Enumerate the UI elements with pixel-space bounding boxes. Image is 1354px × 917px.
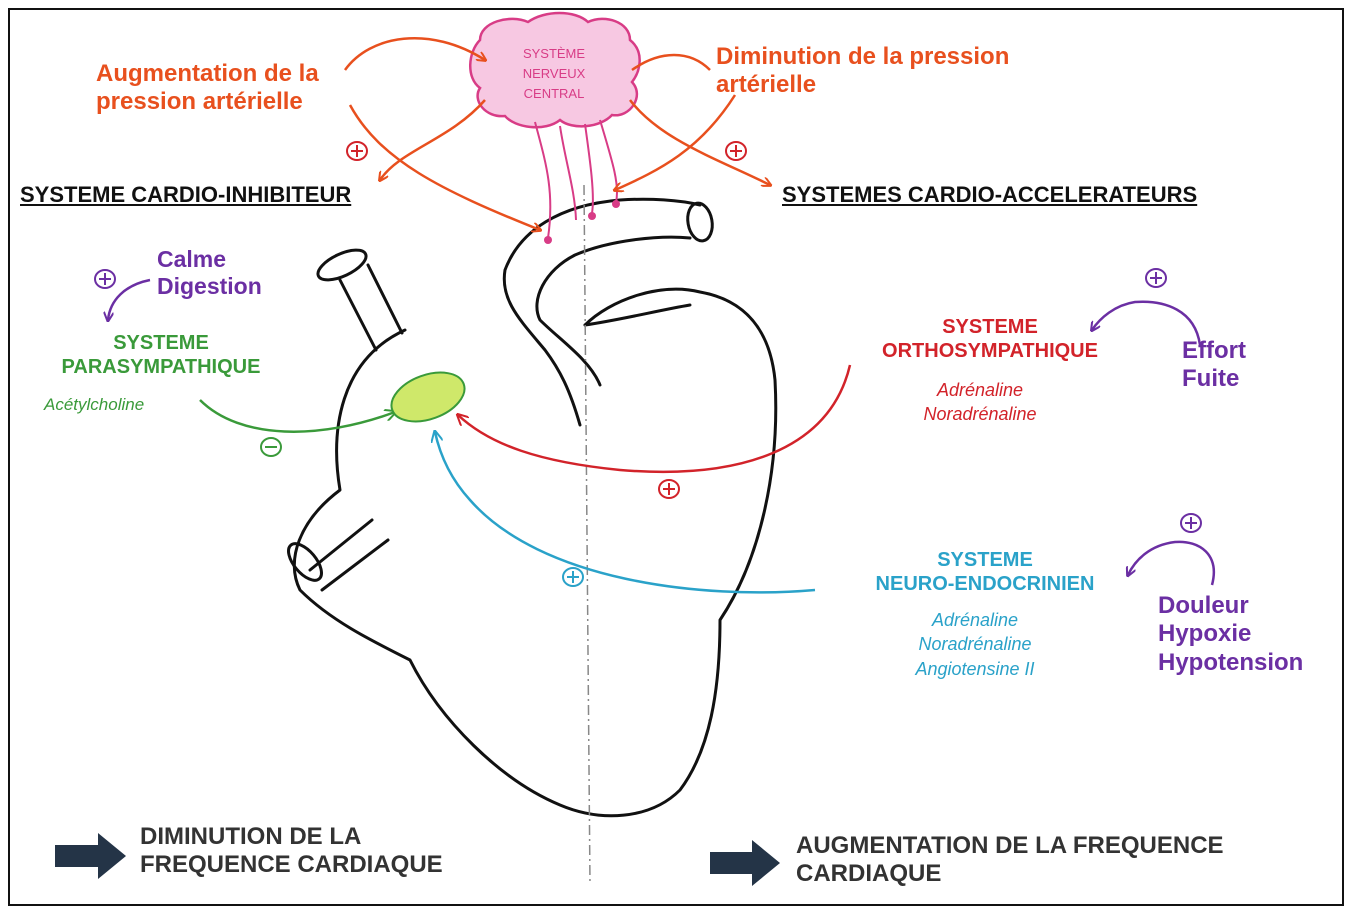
accelerators-heading: SYSTEMES CARDIO-ACCELERATEURS bbox=[782, 182, 1198, 207]
plus-icon bbox=[1180, 513, 1202, 533]
heart-drawing bbox=[287, 197, 778, 818]
cns-line: SYSTÈME bbox=[522, 46, 586, 61]
baroreflex-arrows bbox=[343, 36, 770, 230]
plus-icon bbox=[94, 269, 116, 289]
plus-icon bbox=[658, 479, 680, 499]
neuroendocrine-arrow bbox=[435, 432, 816, 594]
parasympathetic-arrow bbox=[199, 399, 395, 433]
inhibitor-heading: SYSTEME CARDIO-INHIBITEUR bbox=[20, 182, 352, 207]
cns-label: SYSTÈME NERVEUX CENTRAL bbox=[498, 44, 610, 104]
vena-cava-bottom bbox=[308, 518, 390, 592]
aorta-inner bbox=[535, 235, 692, 387]
cns-line: NERVEUX bbox=[522, 66, 586, 82]
midline-dashed bbox=[583, 184, 591, 886]
cns-line: CENTRAL bbox=[523, 86, 585, 102]
orthosympathetic-arrow bbox=[458, 364, 852, 474]
bottom-arrows bbox=[55, 833, 780, 886]
vena-cava-top bbox=[338, 263, 404, 352]
vena-cava-bottom-opening bbox=[287, 542, 323, 582]
plus-icon bbox=[1145, 268, 1167, 288]
heart-inner-line bbox=[583, 303, 692, 327]
plus-icon bbox=[562, 567, 584, 587]
trigger-arrows bbox=[108, 278, 1215, 586]
plus-icon bbox=[346, 141, 368, 161]
neuro-triggers: Douleur Hypoxie Hypotension bbox=[1158, 592, 1304, 676]
neuro-title: SYSTEME NEURO-ENDOCRINIEN bbox=[875, 549, 1095, 595]
ortho-mediators: Adrénaline Noradrénaline bbox=[923, 380, 1037, 425]
heart-body bbox=[292, 287, 778, 818]
ortho-triggers: Effort Fuite bbox=[1182, 337, 1246, 393]
aorta-arch bbox=[502, 197, 702, 427]
para-title: SYSTEME PARASYMPATHIQUE bbox=[61, 332, 261, 378]
para-triggers: Calme Digestion bbox=[157, 246, 262, 300]
ortho-title: SYSTEME ORTHOSYMPATHIQUE bbox=[882, 316, 1098, 362]
cns-nerves bbox=[534, 119, 619, 239]
minus-icon bbox=[260, 437, 282, 457]
aorta-opening bbox=[686, 201, 714, 243]
decrease-pressure-label: Diminution de la pression artérielle bbox=[716, 43, 1010, 99]
vena-cava-top-opening bbox=[316, 248, 368, 282]
decrease-rate-label: DIMINUTION DE LA FREQUENCE CARDIAQUE bbox=[140, 823, 443, 879]
neuro-mediators: Adrénaline Noradrénaline Angiotensine II bbox=[915, 610, 1035, 679]
cns-cloud bbox=[469, 11, 641, 129]
nerve-endings bbox=[544, 200, 620, 244]
plus-icon bbox=[725, 141, 747, 161]
increase-rate-label: AUGMENTATION DE LA FREQUENCE CARDIAQUE bbox=[796, 832, 1224, 888]
increase-pressure-label: Augmentation de la pression artérielle bbox=[96, 60, 319, 116]
sinus-node bbox=[390, 371, 466, 423]
para-mediator: Acétylcholine bbox=[44, 395, 145, 414]
